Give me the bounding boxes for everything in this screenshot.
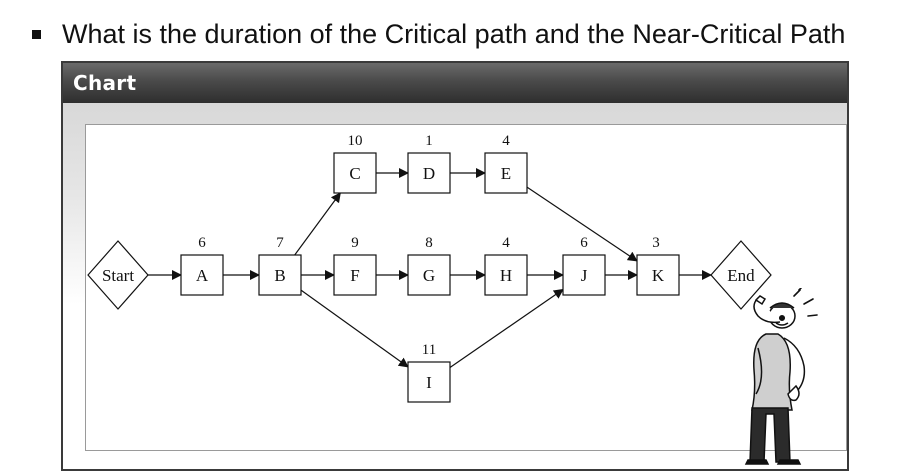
- node-shape-I: [407, 361, 451, 403]
- node-shape-D: [407, 152, 451, 194]
- node-shape-G: [407, 254, 451, 296]
- node-D: D1: [407, 133, 451, 194]
- duration-label-F: 9: [351, 235, 359, 251]
- window-titlebar: Chart: [63, 63, 847, 103]
- edge-E-K: [526, 186, 638, 262]
- node-label-A: A: [196, 266, 209, 285]
- node-label-start: Start: [102, 266, 134, 285]
- node-label-end: End: [727, 266, 755, 285]
- duration-label-K: 3: [652, 235, 660, 251]
- node-shape-A: [180, 254, 224, 296]
- node-label-F: F: [350, 266, 359, 285]
- node-G: G8: [407, 235, 451, 296]
- node-F: F9: [333, 235, 377, 296]
- duration-label-H: 4: [502, 235, 510, 251]
- node-label-H: H: [500, 266, 512, 285]
- node-J: J6: [562, 235, 606, 296]
- node-shape-H: [484, 254, 528, 296]
- node-end: End: [710, 240, 772, 310]
- node-label-C: C: [349, 164, 360, 183]
- edge-B-C: [294, 192, 341, 256]
- duration-label-B: 7: [276, 235, 284, 251]
- node-shape-K: [636, 254, 680, 296]
- node-I: I 11: [407, 342, 451, 403]
- edge-I-J: [449, 288, 564, 368]
- node-label-J: J: [581, 266, 588, 285]
- duration-label-G: 8: [425, 235, 433, 251]
- node-B: B7: [258, 235, 302, 296]
- node-label-K: K: [652, 266, 665, 285]
- node-shape-F: [333, 254, 377, 296]
- duration-label-J: 6: [580, 235, 588, 251]
- node-K: K3: [636, 235, 680, 296]
- node-start: Start: [87, 240, 149, 310]
- node-shape-start: [87, 240, 149, 310]
- node-shape-C: [333, 152, 377, 194]
- node-label-I: I: [426, 373, 432, 392]
- node-label-G: G: [423, 266, 435, 285]
- node-C: C 10: [333, 133, 377, 194]
- duration-label-C: 10: [348, 133, 363, 149]
- node-label-E: E: [501, 164, 511, 183]
- thinking-man-icon: [744, 288, 818, 465]
- bullet-line: What is the duration of the Critical pat…: [32, 14, 845, 54]
- edge-B-I: [300, 289, 409, 368]
- slide-question: What is the duration of the Critical pat…: [62, 18, 846, 49]
- node-shape-end: [710, 240, 772, 310]
- node-A: A6: [180, 235, 224, 296]
- node-label-B: B: [274, 266, 285, 285]
- duration-label-A: 6: [198, 235, 206, 251]
- node-shape-B: [258, 254, 302, 296]
- duration-label-E: 4: [502, 133, 510, 149]
- node-shape-E: [484, 152, 528, 194]
- duration-label-I: 11: [422, 342, 436, 358]
- node-shape-J: [562, 254, 606, 296]
- duration-label-D: 1: [425, 133, 433, 149]
- bullet-square-icon: [32, 29, 41, 39]
- node-H: H4: [484, 235, 528, 296]
- window-title: Chart: [73, 71, 137, 95]
- node-label-D: D: [423, 164, 435, 183]
- node-E: E4: [484, 133, 528, 194]
